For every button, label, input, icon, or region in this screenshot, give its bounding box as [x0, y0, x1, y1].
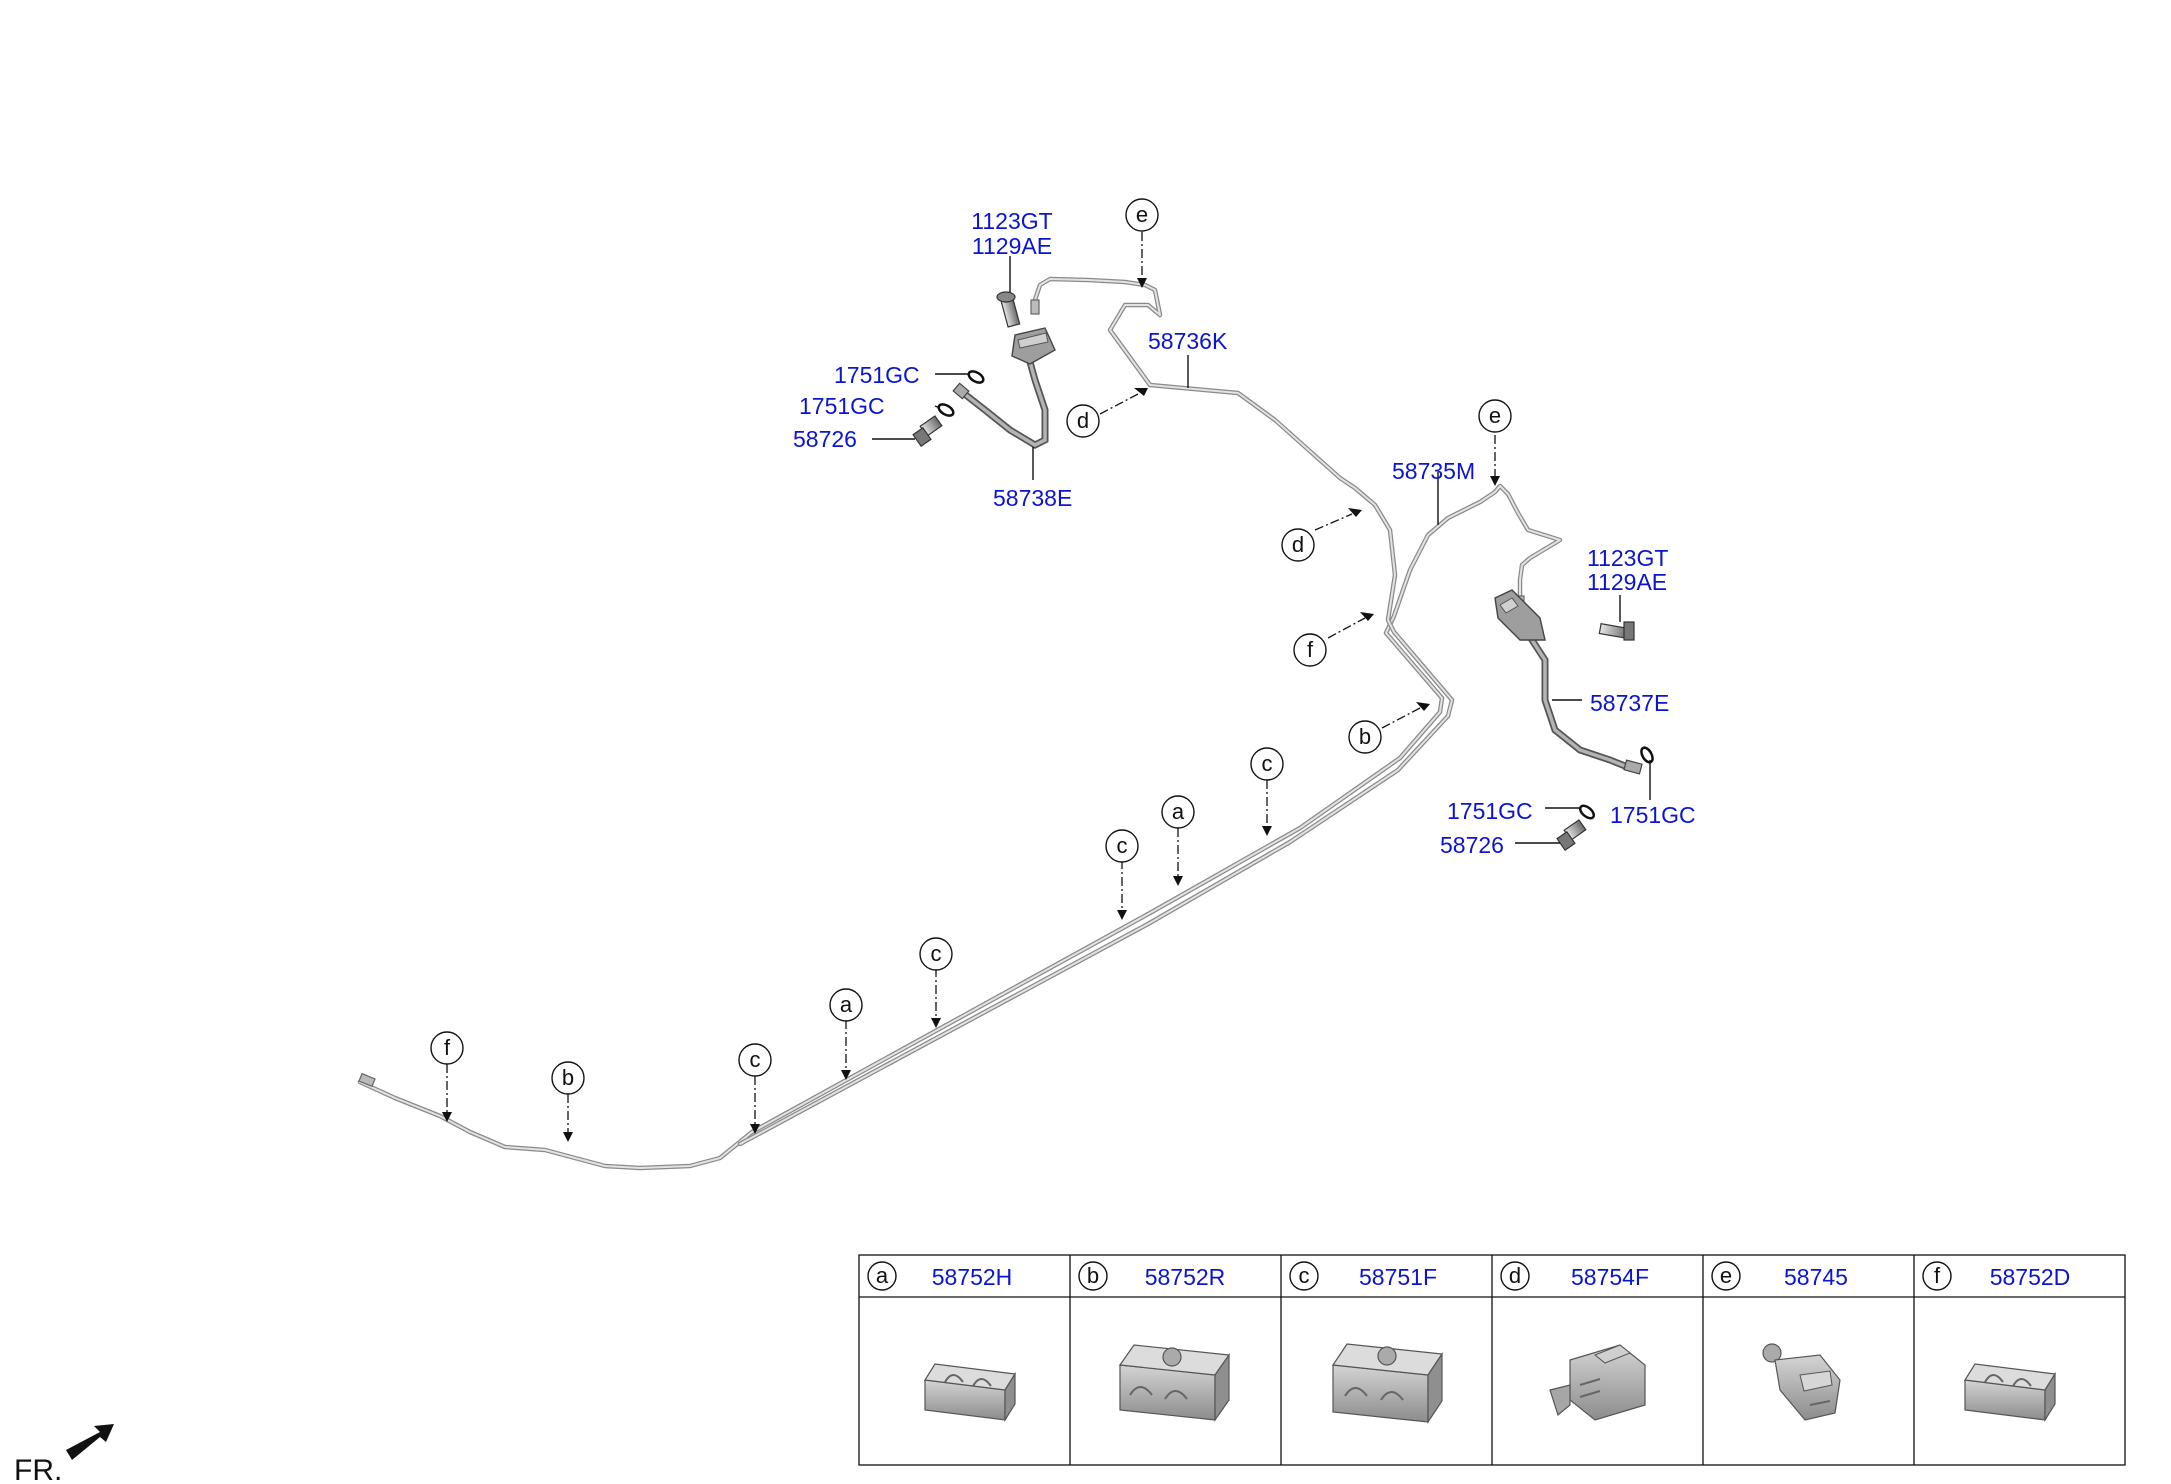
svg-text:c: c	[750, 1047, 761, 1072]
svg-text:e: e	[1720, 1263, 1732, 1288]
svg-text:d: d	[1509, 1263, 1521, 1288]
svg-text:c: c	[1299, 1263, 1310, 1288]
svg-text:e: e	[1136, 202, 1148, 227]
callout-arrows	[442, 232, 1500, 1142]
callout-c-2: c	[1105, 829, 1139, 863]
callout-d-top: d	[1066, 404, 1100, 438]
svg-text:f: f	[1934, 1263, 1941, 1288]
clip-58745-icon	[1762, 1343, 1841, 1421]
svg-text:b: b	[1087, 1263, 1099, 1288]
label-58726-right: 58726	[1440, 832, 1504, 858]
svg-text:58752D: 58752D	[1990, 1264, 2071, 1290]
svg-text:58752H: 58752H	[932, 1264, 1013, 1290]
clip-58751f-icon	[1331, 1343, 1444, 1424]
svg-text:c: c	[1262, 751, 1273, 776]
left-brake-hose	[952, 327, 1056, 449]
callout-e-top: e	[1125, 198, 1159, 232]
svg-text:e: e	[1489, 403, 1501, 428]
hose-bracket	[1011, 327, 1056, 365]
hose-bracket	[1494, 589, 1546, 641]
label-1751gc-left-1: 1751GC	[834, 362, 920, 388]
label-58726-left: 58726	[793, 426, 857, 452]
svg-text:c: c	[931, 941, 942, 966]
label-58736k: 58736K	[1148, 328, 1228, 354]
label-58738e: 58738E	[993, 485, 1072, 511]
clip-58752h-icon	[923, 1363, 1017, 1423]
o-ring-icon	[967, 370, 985, 384]
svg-text:58751F: 58751F	[1359, 1264, 1437, 1290]
svg-text:d: d	[1077, 408, 1089, 433]
legend-cell-f: f 58752D	[1922, 1261, 2071, 1291]
label-1129ae-left: 1129AE	[972, 233, 1052, 259]
legend-cell-c: c 58751F	[1289, 1261, 1437, 1291]
right-brake-hose	[1494, 589, 1643, 775]
front-direction-indicator: FR.	[14, 1424, 114, 1484]
svg-text:f: f	[1307, 637, 1314, 662]
callout-f-left: f	[430, 1031, 464, 1065]
svg-text:a: a	[876, 1263, 889, 1288]
label-1751gc-left-2: 1751GC	[799, 393, 885, 419]
svg-text:a: a	[840, 992, 853, 1017]
banjo-bolt-left	[912, 415, 943, 448]
label-58737e: 58737E	[1590, 690, 1669, 716]
clip-58752d-icon	[1963, 1363, 2057, 1423]
banjo-bolt-right	[1556, 819, 1587, 852]
callout-b-mid: b	[1348, 720, 1382, 754]
callout-b-left: b	[551, 1061, 585, 1095]
svg-text:58745: 58745	[1784, 1264, 1848, 1290]
svg-text:58752R: 58752R	[1145, 1264, 1226, 1290]
callout-a-1: a	[1161, 795, 1195, 829]
bolt-1123gt-right	[1598, 621, 1635, 641]
label-1123gt-left: 1123GT	[971, 208, 1052, 234]
front-label: FR.	[14, 1454, 62, 1484]
label-1123gt-right: 1123GT	[1587, 545, 1668, 571]
label-58735m: 58735M	[1392, 458, 1475, 484]
legend-cell-e: e 58745	[1711, 1261, 1848, 1291]
clip-58754f-icon	[1549, 1344, 1646, 1421]
svg-text:58754F: 58754F	[1571, 1264, 1649, 1290]
brake-tube-main	[357, 276, 1563, 1171]
bolt-1123gt-left	[996, 291, 1021, 328]
o-ring-icon	[1578, 804, 1596, 820]
svg-text:b: b	[1359, 724, 1371, 749]
svg-text:f: f	[444, 1035, 451, 1060]
legend-cell-d: d 58754F	[1500, 1261, 1649, 1291]
svg-text:d: d	[1292, 532, 1304, 557]
leader-lines	[872, 256, 1651, 844]
label-1129ae-right: 1129AE	[1587, 569, 1667, 595]
o-ring-icon	[1640, 746, 1654, 764]
callout-c-1: c	[1250, 747, 1284, 781]
clip-legend-table: a 58752H b 58752R c 58751F d 58754F e 58…	[858, 1254, 2126, 1466]
svg-text:a: a	[1172, 799, 1185, 824]
callout-a-2: a	[829, 988, 863, 1022]
legend-cell-b: b 58752R	[1078, 1261, 1226, 1291]
o-ring-icon	[937, 403, 955, 417]
callout-c-3: c	[919, 937, 953, 971]
callout-d-mid: d	[1281, 528, 1315, 562]
label-1751gc-right-2: 1751GC	[1447, 798, 1533, 824]
svg-text:b: b	[562, 1065, 574, 1090]
svg-text:c: c	[1117, 833, 1128, 858]
part-labels: 1123GT 1129AE 1751GC 1751GC 58726 58738E…	[793, 208, 1696, 858]
label-1751gc-right-1: 1751GC	[1610, 802, 1696, 828]
callout-e-right: e	[1478, 399, 1512, 433]
callout-f-mid: f	[1293, 633, 1327, 667]
front-arrow-icon	[66, 1424, 114, 1460]
callout-c-4: c	[738, 1043, 772, 1077]
clip-58752r-icon	[1118, 1344, 1231, 1422]
legend-cell-a: a 58752H	[867, 1261, 1013, 1291]
